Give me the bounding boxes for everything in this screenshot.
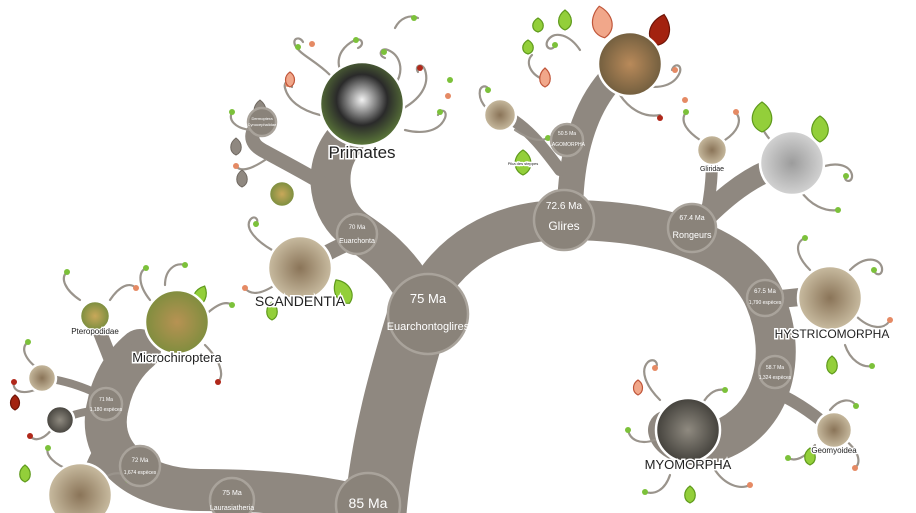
root-node-age: 85 Ma: [349, 495, 388, 511]
lagomorpha-name: LAGOMORPHA: [549, 142, 586, 148]
left-small-photo-2[interactable]: [44, 404, 76, 436]
root-node[interactable]: [334, 471, 402, 513]
myomorpha-photo[interactable]: [654, 396, 722, 464]
lower-left-photo[interactable]: [46, 461, 114, 513]
leaf-green: [751, 101, 773, 133]
rongeurs-age: 67.4 Ma: [679, 215, 704, 222]
scandentia-label[interactable]: SCANDENTIA: [253, 292, 347, 311]
laurasiatheria-age: 75 Ma: [222, 490, 242, 497]
microchiroptera-label[interactable]: Microchiroptera: [131, 349, 224, 367]
chiroptera2-age: 72 Ma: [132, 458, 149, 464]
taxon-labels: Primates SCANDENTIA Microchiroptera Pter…: [70, 142, 891, 474]
hystrico-node[interactable]: [745, 278, 785, 318]
glires-name: Glires: [548, 219, 579, 233]
chiroptera2-species: 1,674 espèces: [124, 470, 157, 476]
left-small-photo[interactable]: [26, 362, 58, 394]
euarchontoglires-name: Euarchontoglires: [387, 321, 470, 333]
chiroptera-age: 71 Ma: [99, 397, 113, 403]
geomyoidea-label[interactable]: Geomyoidea: [810, 445, 858, 457]
rongeurs-name: Rongeurs: [672, 230, 712, 240]
euarchonta-node[interactable]: [335, 212, 379, 256]
rongeurs-node[interactable]: [666, 202, 718, 254]
leaves: [9, 5, 838, 504]
pteropodidae-photo[interactable]: [78, 299, 112, 333]
myomorpha-age: 58.7 Ma: [766, 365, 784, 371]
primate-photo[interactable]: [318, 60, 406, 148]
euarchonta-name: Euarchonta: [339, 238, 375, 245]
microchiroptera-photo[interactable]: [143, 288, 211, 356]
chiroptera-species: 1,180 espèces: [90, 407, 123, 413]
hystrico-photo[interactable]: [796, 264, 864, 332]
leaf-orange: [591, 5, 613, 39]
pika-photo[interactable]: [482, 97, 518, 133]
laurasiatheria-node[interactable]: [208, 476, 256, 513]
euarchontoglires-node[interactable]: [386, 272, 470, 356]
squirrel-photo[interactable]: [758, 129, 826, 197]
dermoptera-photo[interactable]: [267, 179, 297, 209]
pika-label[interactable]: Pika des steppes: [507, 160, 540, 168]
euarchontoglires-age: 75 Ma: [410, 291, 447, 306]
hare-photo[interactable]: [596, 30, 664, 98]
glires-node[interactable]: [532, 188, 596, 252]
geomyoidea-photo[interactable]: [814, 410, 854, 450]
photos: [26, 30, 864, 513]
chiroptera-node[interactable]: [88, 386, 124, 422]
dermoptera-node[interactable]: [246, 106, 278, 138]
hystricomorpha-label[interactable]: HYSTRICOMORPHA: [773, 326, 891, 343]
myomorpha-node[interactable]: [757, 354, 793, 390]
hystrico-age: 67.5 Ma: [754, 289, 776, 295]
glires-branch: [400, 199, 796, 465]
nodes: 85 Ma 75 Ma Euarchontoglires 72.6 Ma Gli…: [88, 106, 793, 513]
leaf-green: [558, 9, 572, 31]
euarchonta-age: 70 Ma: [349, 225, 366, 231]
myomorpha-label[interactable]: MYOMORPHA: [643, 456, 733, 474]
small-leaf-dots: [11, 15, 893, 495]
myomorpha-species: 1,324 espèces: [759, 375, 792, 381]
lagomorpha-age: 50.5 Ma: [558, 131, 576, 137]
pteropodidae-label[interactable]: Pteropodidae: [70, 326, 121, 338]
glires-age: 72.6 Ma: [546, 201, 583, 212]
primates-label[interactable]: Primates: [327, 142, 397, 164]
chiroptera2-node[interactable]: [118, 444, 162, 488]
hystrico-species: 1,790 espèces: [749, 300, 782, 306]
laurasiatheria-name: Laurasiatheria: [210, 505, 254, 512]
lagomorpha-node[interactable]: [549, 122, 585, 158]
gliridae-photo[interactable]: [695, 133, 729, 167]
gliridae-label[interactable]: Gliridae: [699, 165, 726, 175]
scandentia-photo[interactable]: [266, 234, 334, 302]
